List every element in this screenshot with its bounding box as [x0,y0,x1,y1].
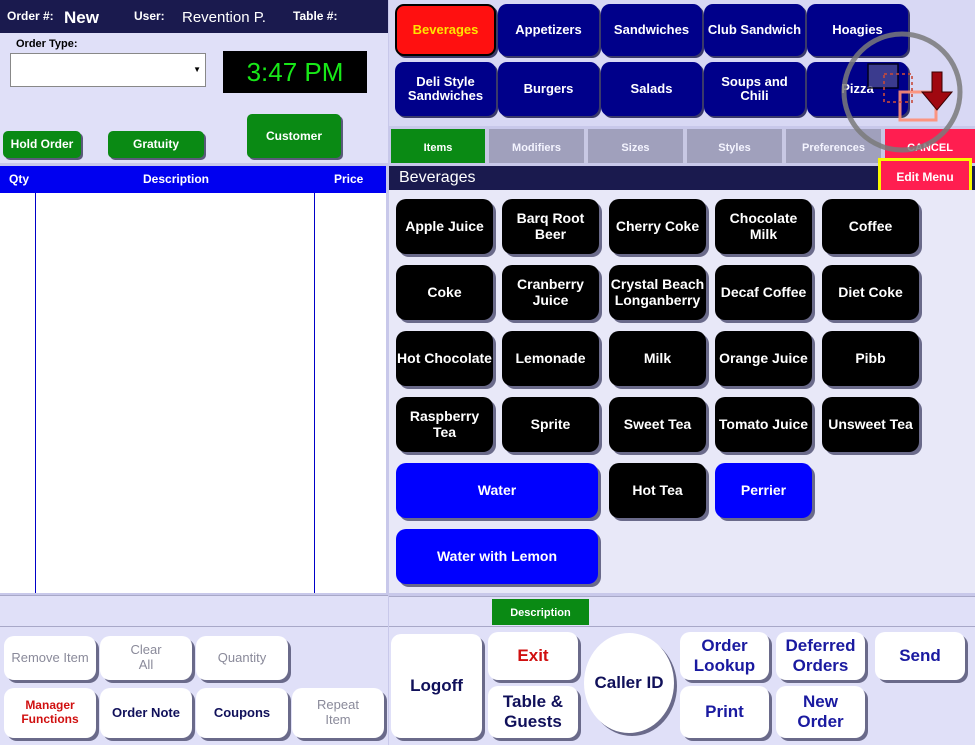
table-guests-button[interactable]: Table & Guests [488,686,578,738]
order-list[interactable] [0,193,386,593]
item-label: Cranberry Juice [517,276,584,308]
tab-styles[interactable]: Styles [687,129,786,163]
item-pibb[interactable]: Pibb [822,331,919,386]
category-burgers[interactable]: Burgers [498,62,599,116]
section-header: Beverages [389,166,975,190]
item-perrier[interactable]: Perrier [715,463,812,518]
customer-button[interactable]: Customer [247,114,341,158]
repeat-item-button[interactable]: Repeat Item [292,688,384,738]
item-crystal-beach-longanberry[interactable]: Crystal Beach Longanberry [609,265,706,320]
item-sweet-tea[interactable]: Sweet Tea [609,397,706,452]
item-orange-juice[interactable]: Orange Juice [715,331,812,386]
description-tab[interactable]: Description [492,599,589,625]
menu-items-panel [389,190,975,593]
new-order-button[interactable]: New Order [776,686,865,738]
deferred-orders-label: Deferred Orders [785,636,856,675]
order-total-strip [0,595,388,627]
new-order-label: New Order [797,692,844,731]
user-label: User: [134,9,165,23]
tab-sizes[interactable]: Sizes [588,129,687,163]
item-diet-coke[interactable]: Diet Coke [822,265,919,320]
description-column-header: Description [143,172,210,186]
print-button[interactable]: Print [680,686,769,738]
item-hot-tea[interactable]: Hot Tea [609,463,706,518]
item-milk[interactable]: Milk [609,331,706,386]
window-switch-arrow-icon[interactable] [838,28,966,156]
manager-functions-label: Manager Functions [21,698,79,726]
description-strip [389,596,975,627]
item-sprite[interactable]: Sprite [502,397,599,452]
item-unsweet-tea[interactable]: Unsweet Tea [822,397,919,452]
price-column-header: Price [334,172,364,186]
item-label: Crystal Beach Longanberry [610,276,705,308]
logoff-button[interactable]: Logoff [391,634,482,738]
order-type-label: Order Type: [16,38,78,50]
category-hoagies[interactable]: Hoagies [807,4,908,56]
item-chocolate-milk[interactable]: Chocolate Milk [715,199,812,254]
clear-all-button[interactable]: Clear All [100,636,192,680]
soups-chili-label: Soups and Chili [721,73,788,103]
send-button[interactable]: Send [875,632,965,680]
item-cherry-coke[interactable]: Cherry Coke [609,199,706,254]
repeat-item-label: Repeat Item [317,697,359,727]
item-tomato-juice[interactable]: Tomato Juice [715,397,812,452]
category-club-sandwich[interactable]: Club Sandwich [704,4,805,56]
item-raspberry-tea[interactable]: Raspberry Tea [396,397,493,452]
item-hot-chocolate[interactable]: Hot Chocolate [396,331,493,386]
qty-column-header: Qty [9,172,30,186]
item-barq-root-beer[interactable]: Barq Root Beer [502,199,599,254]
order-number-value: New [64,8,99,27]
column-divider [35,193,36,593]
order-type-select[interactable]: ▼ [10,53,206,87]
chevron-down-icon: ▼ [193,65,201,74]
item-water[interactable]: Water [396,463,598,518]
order-list-header: Qty Description Price [0,166,386,193]
item-label: Chocolate Milk [729,210,798,242]
category-deli-style-sandwiches[interactable]: Deli Style Sandwiches [395,62,496,116]
clear-all-label: Clear All [130,642,162,672]
column-divider [314,193,315,593]
item-label: Raspberry Tea [409,408,480,440]
table-number-label: Table #: [293,9,338,23]
remove-item-button[interactable]: Remove Item [4,636,96,680]
item-water-with-lemon[interactable]: Water with Lemon [396,529,598,584]
order-number-label: Order #: [7,9,54,23]
cancel-button[interactable]: CANCEL [885,129,975,163]
tab-modifiers[interactable]: Modifiers [489,129,588,163]
order-note-button[interactable]: Order Note [100,688,192,738]
item-label: Barq Root Beer [516,210,585,242]
user-value: Revention P. [182,9,266,26]
tab-items[interactable]: Items [391,129,489,163]
item-coffee[interactable]: Coffee [822,199,919,254]
category-sandwiches[interactable]: Sandwiches [601,4,702,56]
item-lemonade[interactable]: Lemonade [502,331,599,386]
coupons-button[interactable]: Coupons [196,688,288,738]
item-coke[interactable]: Coke [396,265,493,320]
deferred-orders-button[interactable]: Deferred Orders [776,632,865,680]
category-appetizers[interactable]: Appetizers [498,4,599,56]
order-lookup-label: Order Lookup [693,636,756,675]
exit-button[interactable]: Exit [488,632,578,680]
quantity-button[interactable]: Quantity [196,636,288,680]
manager-functions-button[interactable]: Manager Functions [4,688,96,738]
caller-id-button[interactable]: Caller ID [584,633,674,733]
clock-display: 3:47 PM [223,51,367,93]
category-beverages[interactable]: Beverages [395,4,496,56]
table-guests-label: Table & Guests [502,692,564,731]
hold-order-button[interactable]: Hold Order [3,131,81,158]
order-header: Order #: New User: Revention P. Table #: [0,0,388,33]
category-salads[interactable]: Salads [601,62,702,116]
section-title: Beverages [399,169,476,186]
item-cranberry-juice[interactable]: Cranberry Juice [502,265,599,320]
item-decaf-coffee[interactable]: Decaf Coffee [715,265,812,320]
item-apple-juice[interactable]: Apple Juice [396,199,493,254]
deli-style-label: Deli Style Sandwiches [407,73,484,103]
category-soups-and-chili[interactable]: Soups and Chili [704,62,805,116]
order-lookup-button[interactable]: Order Lookup [680,632,769,680]
gratuity-button[interactable]: Gratuity [108,131,204,158]
